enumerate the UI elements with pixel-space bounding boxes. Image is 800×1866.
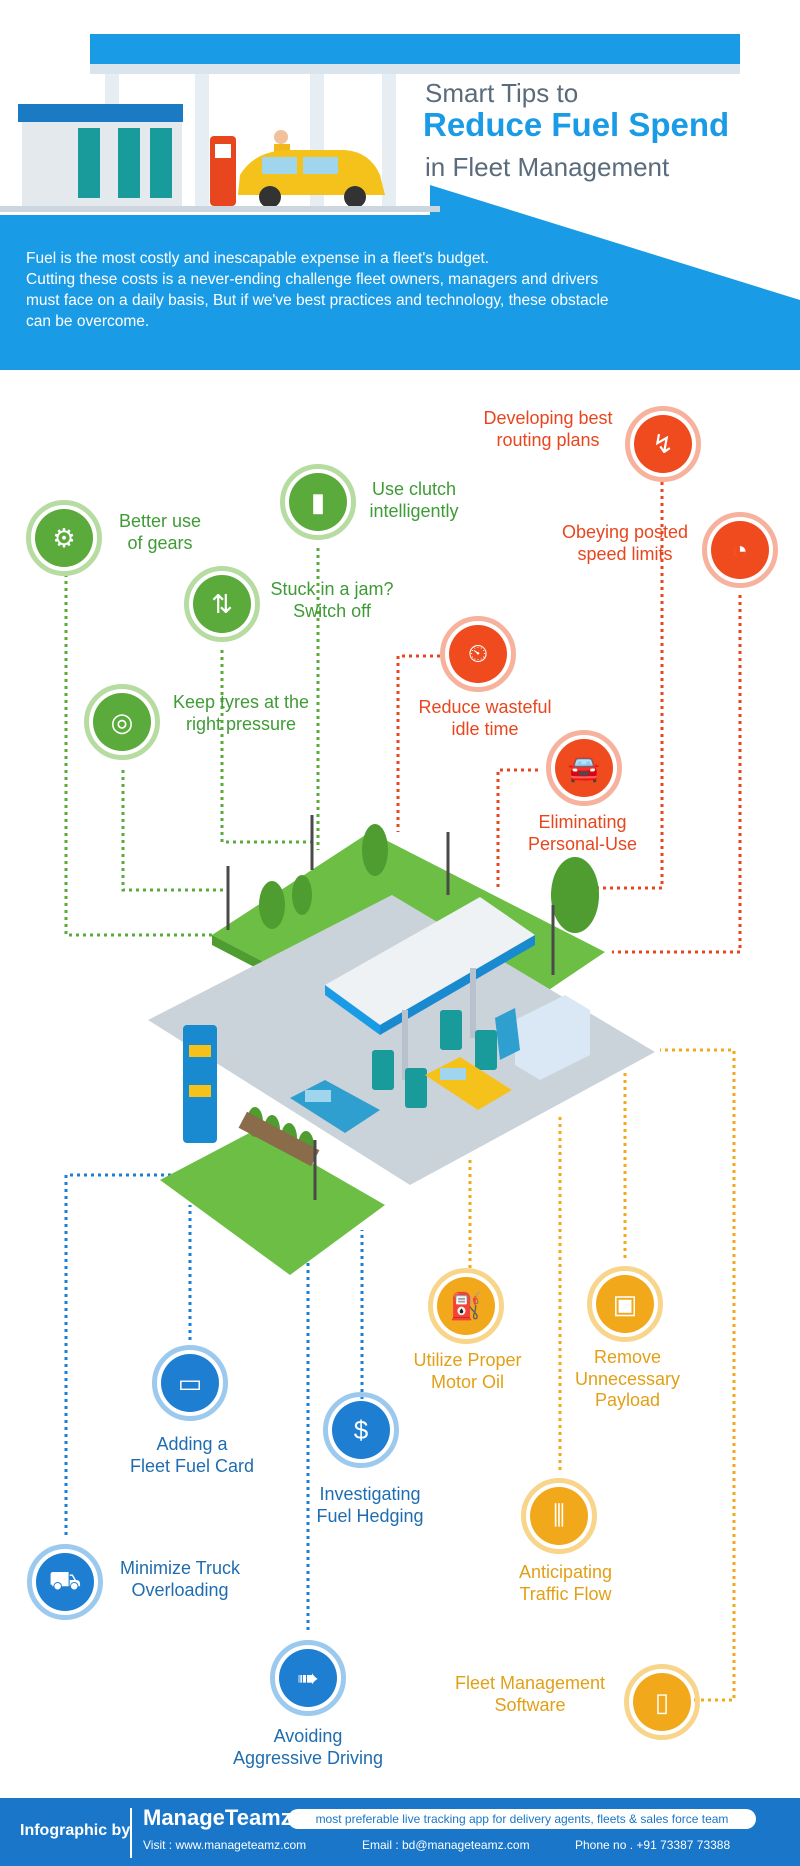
tip-traffic-badge: ⫼ — [521, 1478, 597, 1554]
speedometer-icon: ◔ — [711, 521, 769, 579]
tyre-icon: ◎ — [93, 693, 151, 751]
tip-motoroil-badge: ⛽ — [428, 1268, 504, 1344]
tip-speed-badge: ◔ — [702, 512, 778, 588]
title-line-2: Reduce Fuel Spend — [423, 106, 730, 143]
road-icon: ⫼ — [530, 1487, 588, 1545]
oil-can-icon: ⛽ — [437, 1277, 495, 1335]
tip-payload-badge: ▣ — [587, 1266, 663, 1342]
tip-hedging-badge: $ — [323, 1392, 399, 1468]
footer-visit-link[interactable]: Visit : www.manageteamz.com — [143, 1838, 307, 1852]
intro-text: Fuel is the most costly and inescapable … — [26, 248, 609, 332]
footer-brand: ManageTeamz — [143, 1805, 292, 1830]
footer-phone: Phone no . +91 73387 73388 — [575, 1838, 731, 1852]
smartphone-icon: ▯ — [633, 1673, 691, 1731]
tip-tyres-badge: ◎ — [84, 684, 160, 760]
route-icon: ↯ — [634, 415, 692, 473]
tip-overloading-badge: ⛟ — [27, 1544, 103, 1620]
intro-line-2: Cutting these costs is a never-ending ch… — [26, 271, 599, 288]
footer: Infographic by ManageTeamz most preferab… — [0, 1798, 800, 1866]
currency-exchange-icon: $ — [332, 1401, 390, 1459]
fast-car-icon: ➠ — [279, 1649, 337, 1707]
tip-software-badge: ▯ — [624, 1664, 700, 1740]
tip-fuelcard-badge: ▭ — [152, 1345, 228, 1421]
clutch-pedal-icon: ▮ — [289, 473, 347, 531]
title-line-1: Smart Tips to — [425, 78, 579, 108]
footer-divider — [130, 1808, 132, 1858]
title-line-3: in Fleet Management — [425, 152, 670, 182]
truck-scale-icon: ⛟ — [36, 1553, 94, 1611]
tip-gears-badge: ⚙ — [26, 500, 102, 576]
footer-tagline: most preferable live tracking app for de… — [288, 1809, 756, 1829]
footer-infographic-by: Infographic by — [20, 1822, 131, 1839]
tip-idle-badge: ⏲ — [440, 616, 516, 692]
idle-car-icon: ⏲ — [449, 625, 507, 683]
tip-aggressive-badge: ➠ — [270, 1640, 346, 1716]
footer-email-link[interactable]: Email : bd@manageteamz.com — [362, 1838, 530, 1852]
tip-jam-badge: ⇅ — [184, 566, 260, 642]
fuel-card-icon: ▭ — [161, 1354, 219, 1412]
tip-personal-badge: 🚘 — [546, 730, 622, 806]
tip-clutch-badge: ▮ — [280, 464, 356, 540]
gear-shift-icon: ⚙ — [35, 509, 93, 567]
tip-routing-badge: ↯ — [625, 406, 701, 482]
traffic-jam-icon: ⇅ — [193, 575, 251, 633]
box-icon: ▣ — [596, 1275, 654, 1333]
header: Smart Tips to Reduce Fuel Spend in Fleet… — [0, 0, 800, 370]
intro-line-4: can be overcome. — [26, 313, 150, 330]
header-illustration — [0, 34, 800, 370]
tip-jam-label: Stuck in a jam?Switch off — [270, 579, 394, 621]
intro-line-3: must face on a daily basis, But if we've… — [26, 292, 609, 309]
intro-line-1: Fuel is the most costly and inescapable … — [26, 250, 490, 267]
car-icon: 🚘 — [555, 739, 613, 797]
